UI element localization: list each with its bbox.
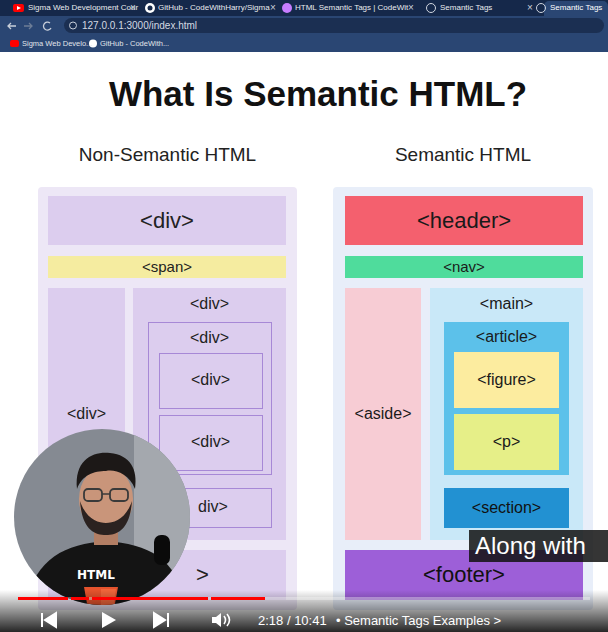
youtube-favicon [13, 4, 24, 12]
tag-label: <div> [190, 295, 229, 313]
div-box: <div> <div> <div> [148, 322, 272, 475]
progress-played [211, 597, 265, 600]
div-box: <div> [159, 353, 263, 409]
span-bar: <span> [48, 256, 286, 278]
next-button [154, 613, 168, 627]
tab-title: GitHub - CodeWithHarry/Sigma [158, 3, 270, 12]
time-display: 2:18 / 10:41 [258, 614, 327, 629]
youtube-play [17, 6, 21, 10]
chapter-title: • Semantic Tags Examples > [336, 614, 501, 629]
tab-close: × [527, 2, 533, 14]
site-favicon [282, 3, 292, 13]
tag-label: <div> [190, 329, 229, 347]
tag-label: div> [198, 498, 228, 516]
slide-title: What Is Semantic HTML? [109, 74, 527, 114]
div-box: <div> [159, 415, 263, 471]
avatar-microphone [154, 535, 170, 565]
previous-button [42, 613, 56, 627]
tab-title: HTML Semantic Tags | CodeWit [295, 3, 408, 12]
video-caption: Along with [469, 530, 608, 562]
tag-label: <figure> [477, 371, 536, 389]
panel-heading: Non-Semantic HTML [79, 144, 256, 166]
main-box: <main> <article> <figure> <p> <section> [430, 288, 583, 540]
article-box: <article> <figure> <p> [444, 322, 569, 475]
tag-label: <header> [417, 208, 511, 233]
tab-title: Sigma Web Development Cour [28, 3, 138, 12]
github-favicon [145, 3, 155, 13]
github-cat [148, 6, 153, 11]
tab-title: Semantic Tags [440, 3, 492, 12]
tag-label: <p> [493, 433, 521, 451]
tag-label: <footer> [423, 562, 505, 587]
section-box: <section> [444, 488, 569, 528]
figure-box: <figure> [454, 352, 559, 408]
url-text: 127.0.0.1:3000/index.html [82, 20, 197, 32]
avatar-glasses [110, 489, 128, 501]
paragraph-box: <p> [454, 414, 559, 470]
volume-icon [212, 613, 221, 627]
tag-label: <div> [191, 371, 230, 389]
tag-label: <div> [67, 405, 106, 423]
info-icon [70, 22, 77, 29]
progress-played [71, 597, 89, 600]
back-arrow [8, 23, 16, 29]
tag-label: <nav> [443, 258, 485, 275]
globe-favicon [427, 4, 436, 13]
nav-bar: <nav> [345, 256, 583, 278]
bookmark: Sigma Web Develo... [22, 40, 92, 49]
progress-played [18, 597, 68, 600]
tag-label: <div> [140, 208, 194, 233]
avatar-glasses-bridge [102, 493, 110, 495]
tab-close: × [408, 2, 414, 14]
tab-close: × [130, 2, 136, 14]
volume-waves [224, 614, 230, 626]
tab-close: × [270, 2, 276, 14]
tag-label: > [196, 562, 209, 587]
tab-title: Semantic Tags [550, 3, 602, 12]
play-button [102, 612, 116, 628]
header-box: <header> [345, 196, 583, 245]
tag-label: <span> [142, 258, 192, 275]
bookmark-youtube [10, 40, 19, 47]
tag-label: <main> [480, 295, 533, 313]
aside-box: <aside> [345, 288, 421, 540]
shirt-print: HTML [77, 569, 115, 583]
progress-track [18, 597, 590, 600]
avatar-beard [80, 501, 132, 535]
tag-label: <article> [476, 328, 537, 346]
tag-label: <section> [472, 499, 541, 517]
tag-label: <aside> [355, 405, 412, 423]
progress-played [92, 597, 208, 600]
tag-label: <div> [191, 433, 230, 451]
panel-heading: Semantic HTML [395, 144, 531, 166]
bookmark: GitHub - CodeWith... [100, 40, 169, 49]
globe-favicon [537, 4, 546, 13]
reload-icon [43, 22, 51, 30]
forward-arrow [24, 23, 32, 29]
div-box: <div> [48, 196, 286, 245]
avatar-glasses [84, 489, 102, 501]
avatar-hair [77, 453, 136, 489]
